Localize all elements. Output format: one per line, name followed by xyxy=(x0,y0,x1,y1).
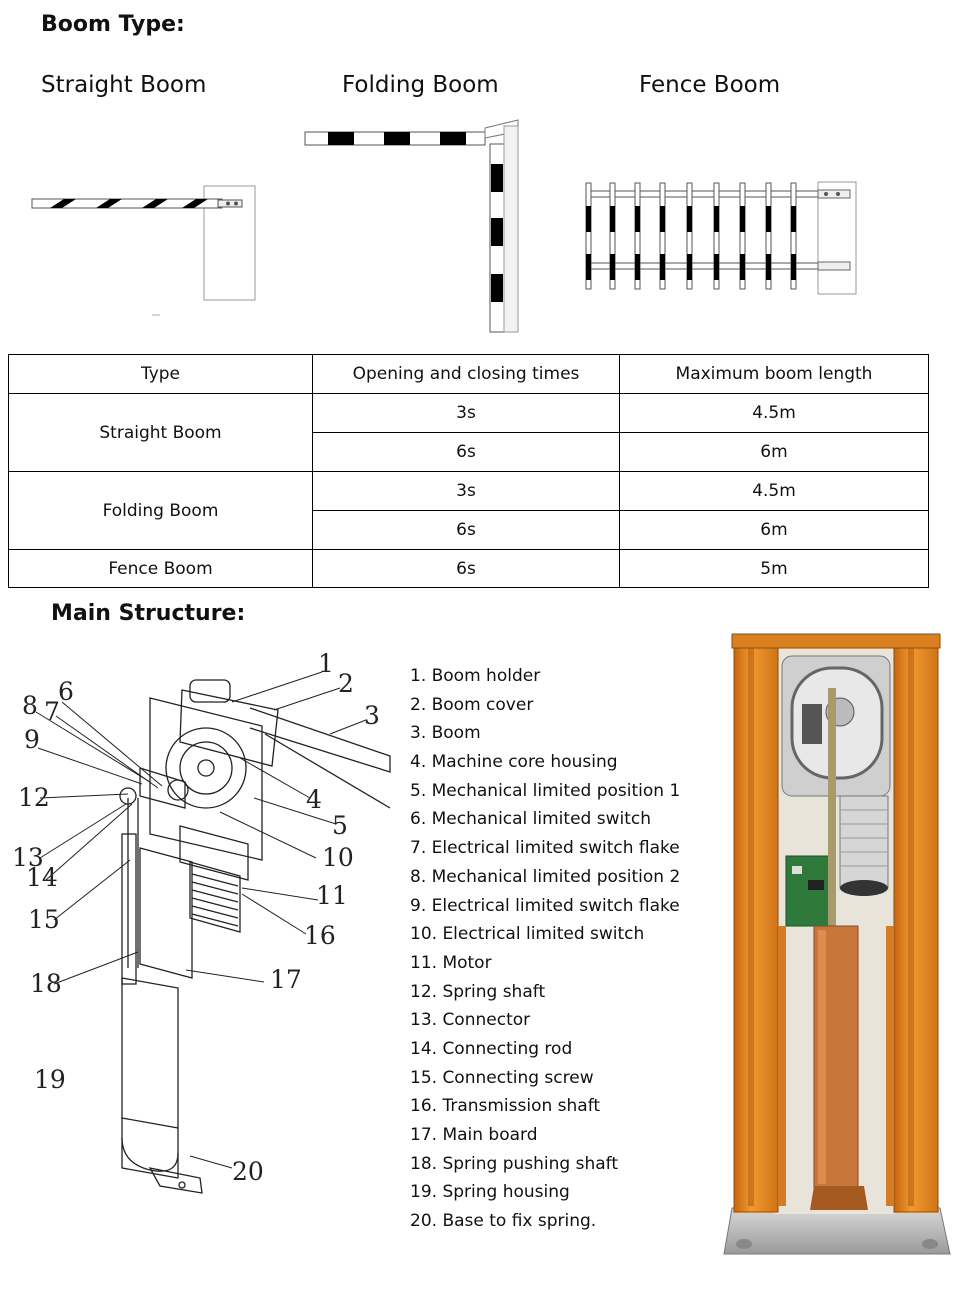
diagram-number: 4 xyxy=(306,785,322,814)
length-cell: 5m xyxy=(619,549,929,588)
diagram-number: 15 xyxy=(28,905,60,934)
fence-boom-label: Fence Boom xyxy=(639,72,781,98)
diagram-number: 17 xyxy=(270,965,302,994)
list-item: 8. Mechanical limited position 2 xyxy=(410,866,681,887)
diagram-number: 1 xyxy=(318,649,334,678)
diagram-number: 18 xyxy=(30,969,62,998)
list-item: 20. Base to fix spring. xyxy=(410,1211,597,1232)
straight-boom-illustration xyxy=(31,185,256,316)
type-cell: Straight Boom xyxy=(8,393,313,472)
times-cell: 3s xyxy=(312,393,620,433)
list-item: 16. Transmission shaft xyxy=(410,1096,601,1117)
col-header-type: Type xyxy=(8,354,313,394)
diagram-number: 14 xyxy=(26,863,58,892)
list-item: 18. Spring pushing shaft xyxy=(410,1153,618,1174)
list-item: 14. Connecting rod xyxy=(410,1038,573,1059)
times-cell: 6s xyxy=(312,549,620,588)
list-item: 11. Motor xyxy=(410,952,492,973)
folding-boom-label: Folding Boom xyxy=(342,72,499,98)
table-row: 6s 6m xyxy=(9,510,929,550)
list-item: 17. Main board xyxy=(410,1125,538,1145)
length-cell: 6m xyxy=(619,510,929,550)
barrier-cabinet-photo xyxy=(723,633,951,1255)
list-item: 2. Boom cover xyxy=(410,694,534,715)
boom-spec-table: Type Opening and closing times Maximum b… xyxy=(8,354,929,588)
mechanism-diagram: 1 2 3 4 5 6 7 8 9 10 11 12 13 14 15 16 1… xyxy=(12,649,391,1194)
list-item: 12. Spring shaft xyxy=(410,981,546,1002)
table-row: Folding Boom 3s 4.5m xyxy=(8,471,929,550)
list-item: 13. Connector xyxy=(410,1010,531,1031)
list-item: 9. Electrical limited switch flake xyxy=(410,895,680,916)
length-cell: 4.5m xyxy=(619,393,929,433)
list-item: 10. Electrical limited switch xyxy=(410,924,645,945)
diagram-number: 2 xyxy=(338,669,354,698)
list-item: 3. Boom xyxy=(410,723,481,744)
diagram-number: 7 xyxy=(44,697,60,726)
list-item: 19. Spring housing xyxy=(410,1182,570,1203)
diagram-number: 19 xyxy=(34,1065,66,1094)
times-cell: 3s xyxy=(312,471,620,511)
parts-list: 1. Boom holder 2. Boom cover 3. Boom 4. … xyxy=(410,662,680,1236)
list-item: 1. Boom holder xyxy=(410,666,541,686)
diagram-number: 16 xyxy=(304,921,336,950)
diagram-number: 5 xyxy=(332,811,348,840)
diagram-number: 3 xyxy=(364,701,380,730)
diagram-number: 10 xyxy=(322,843,354,872)
straight-boom-label: Straight Boom xyxy=(41,72,207,98)
list-item: 15. Connecting screw xyxy=(410,1067,594,1088)
list-item: 6. Mechanical limited switch xyxy=(410,809,651,830)
list-item: 7. Electrical limited switch flake xyxy=(410,838,680,859)
times-cell: 6s xyxy=(312,510,620,550)
diagram-number: 11 xyxy=(316,881,348,910)
list-item: 4. Machine core housing xyxy=(410,752,618,773)
diagram-number: 20 xyxy=(232,1157,264,1186)
diagram-number: 12 xyxy=(18,783,50,812)
table-row: Fence Boom 6s 5m xyxy=(8,549,929,588)
length-cell: 4.5m xyxy=(619,471,929,511)
col-header-times: Opening and closing times xyxy=(312,354,620,394)
folding-boom-illustration xyxy=(304,119,519,333)
length-cell: 6m xyxy=(619,432,929,472)
fence-boom-illustration xyxy=(585,181,857,295)
diagram-number: 9 xyxy=(24,725,40,754)
main-structure-heading: Main Structure: xyxy=(51,601,246,626)
boom-type-heading: Boom Type: xyxy=(41,12,185,37)
type-cell: Folding Boom xyxy=(8,471,313,550)
diagram-number: 13 xyxy=(12,843,44,872)
table-row: 6s 6m xyxy=(9,432,929,472)
diagram-number: 8 xyxy=(22,691,38,720)
table-row: Straight Boom 3s 4.5m xyxy=(8,393,929,472)
diagram-number: 6 xyxy=(58,677,74,706)
type-cell: Fence Boom xyxy=(8,549,313,588)
col-header-length: Maximum boom length xyxy=(619,354,929,394)
times-cell: 6s xyxy=(312,432,620,472)
list-item: 5. Mechanical limited position 1 xyxy=(410,780,681,801)
